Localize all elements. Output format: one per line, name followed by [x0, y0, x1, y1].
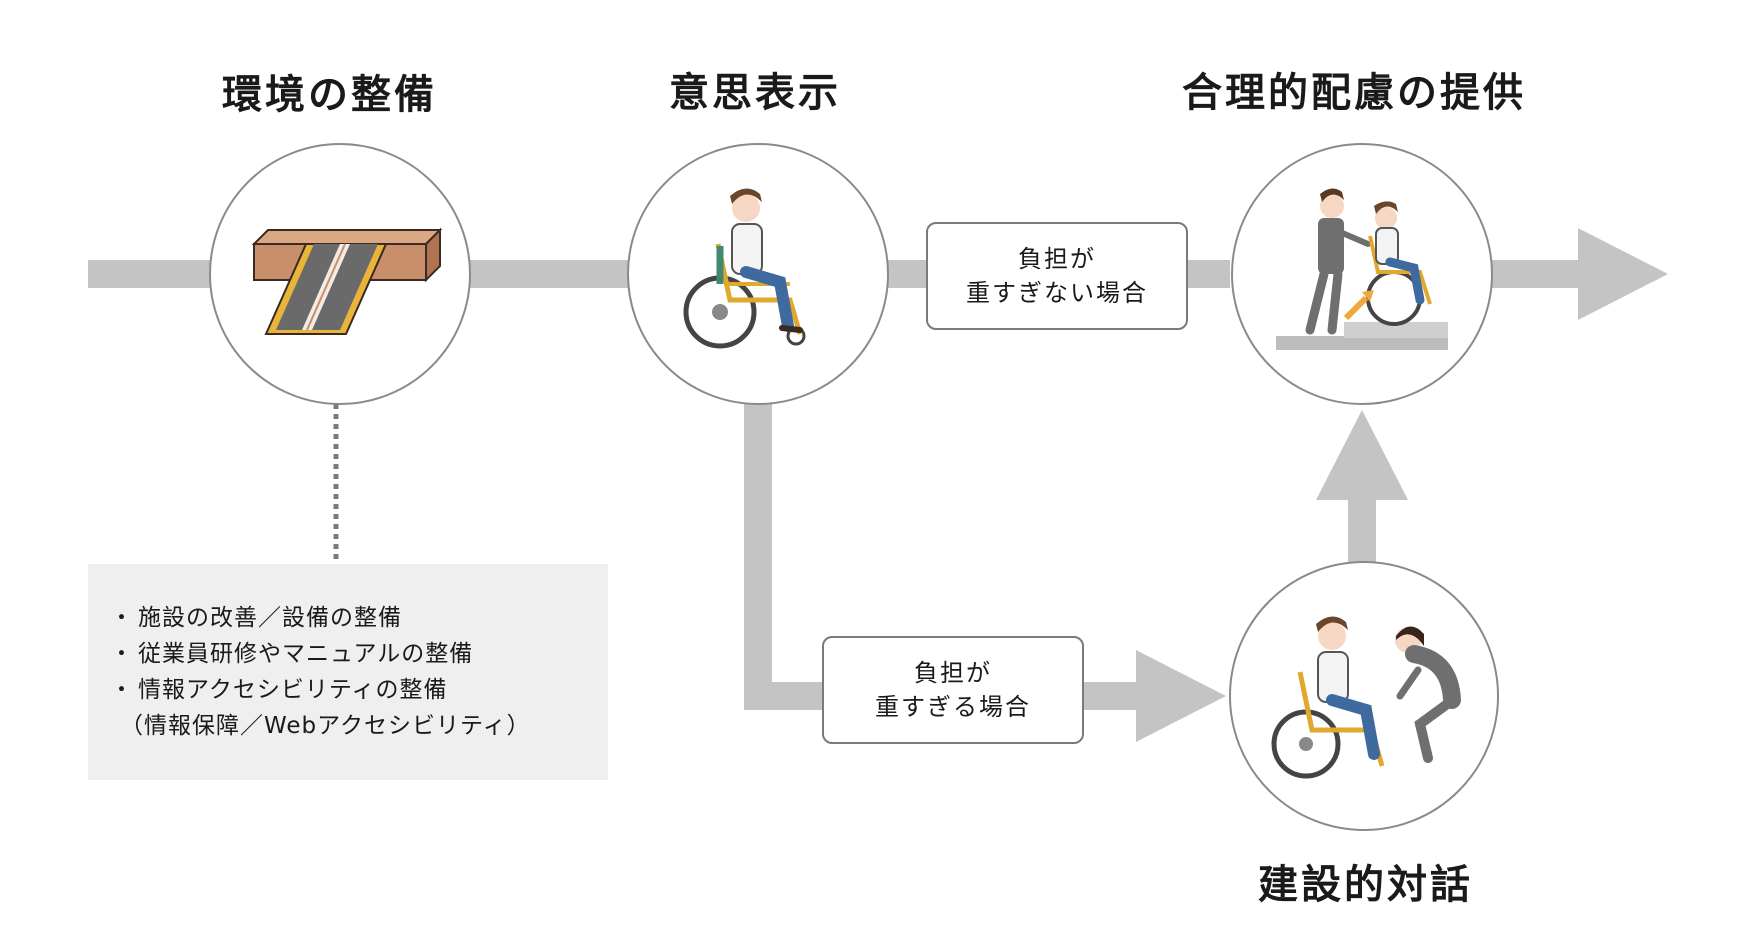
label-not-too-heavy-line2: 重すぎない場合 — [966, 279, 1148, 307]
bullet-3: ・ — [110, 677, 134, 703]
main-arrow-segment-1 — [88, 260, 218, 288]
environment-item-1: ・施設の改善／設備の整備 — [110, 600, 608, 636]
main-arrow-head — [1578, 228, 1668, 320]
main-arrow-segment-5 — [1490, 260, 1580, 288]
main-arrow-segment-2 — [470, 260, 630, 288]
label-not-too-heavy: 負担が 重すぎない場合 — [926, 222, 1188, 330]
environment-item-1-text: 施設の改善／設備の整備 — [138, 605, 402, 631]
environment-item-3-text: 情報アクセシビリティの整備 — [138, 677, 448, 703]
down-path-vertical — [744, 404, 772, 710]
title-dialogue: 建設的対話 — [1258, 862, 1473, 908]
environment-details-box: ・施設の改善／設備の整備 ・従業員研修やマニュアルの整備 ・情報アクセシビリティ… — [88, 564, 608, 780]
environment-item-note: （情報保障／Webアクセシビリティ） — [110, 708, 608, 744]
title-expression: 意思表示 — [669, 70, 841, 116]
main-arrow-segment-3 — [888, 260, 926, 288]
environment-item-3: ・情報アクセシビリティの整備 — [110, 672, 608, 708]
label-too-heavy: 負担が 重すぎる場合 — [822, 636, 1084, 744]
down-path-horizontal-1 — [744, 682, 822, 710]
label-not-too-heavy-line1: 負担が — [1018, 245, 1096, 273]
bullet-1: ・ — [110, 605, 134, 631]
dialogue-circle — [1229, 561, 1499, 831]
conversation-wheelchair-icon — [1271, 616, 1461, 779]
wheelchair-user-icon — [683, 188, 806, 349]
up-arrow-head — [1316, 410, 1408, 500]
up-arrow-shaft — [1348, 496, 1376, 562]
title-environment: 環境の整備 — [222, 72, 437, 118]
down-path-horizontal-2 — [1080, 682, 1140, 710]
label-too-heavy-line1: 負担が — [914, 659, 992, 687]
ramp-icon — [251, 227, 443, 335]
environment-item-2-text: 従業員研修やマニュアルの整備 — [138, 641, 474, 667]
label-too-heavy-line2: 重すぎる場合 — [875, 693, 1031, 721]
provision-circle — [1231, 143, 1493, 405]
environment-item-2: ・従業員研修やマニュアルの整備 — [110, 636, 608, 672]
bullet-2: ・ — [110, 641, 134, 667]
title-provision: 合理的配慮の提供 — [1182, 70, 1526, 116]
main-arrow-segment-4 — [1188, 260, 1230, 288]
assisted-wheelchair-step-icon — [1276, 188, 1448, 350]
down-path-arrow-head — [1136, 650, 1226, 742]
environment-note-text: （情報保障／Webアクセシビリティ） — [120, 713, 531, 739]
